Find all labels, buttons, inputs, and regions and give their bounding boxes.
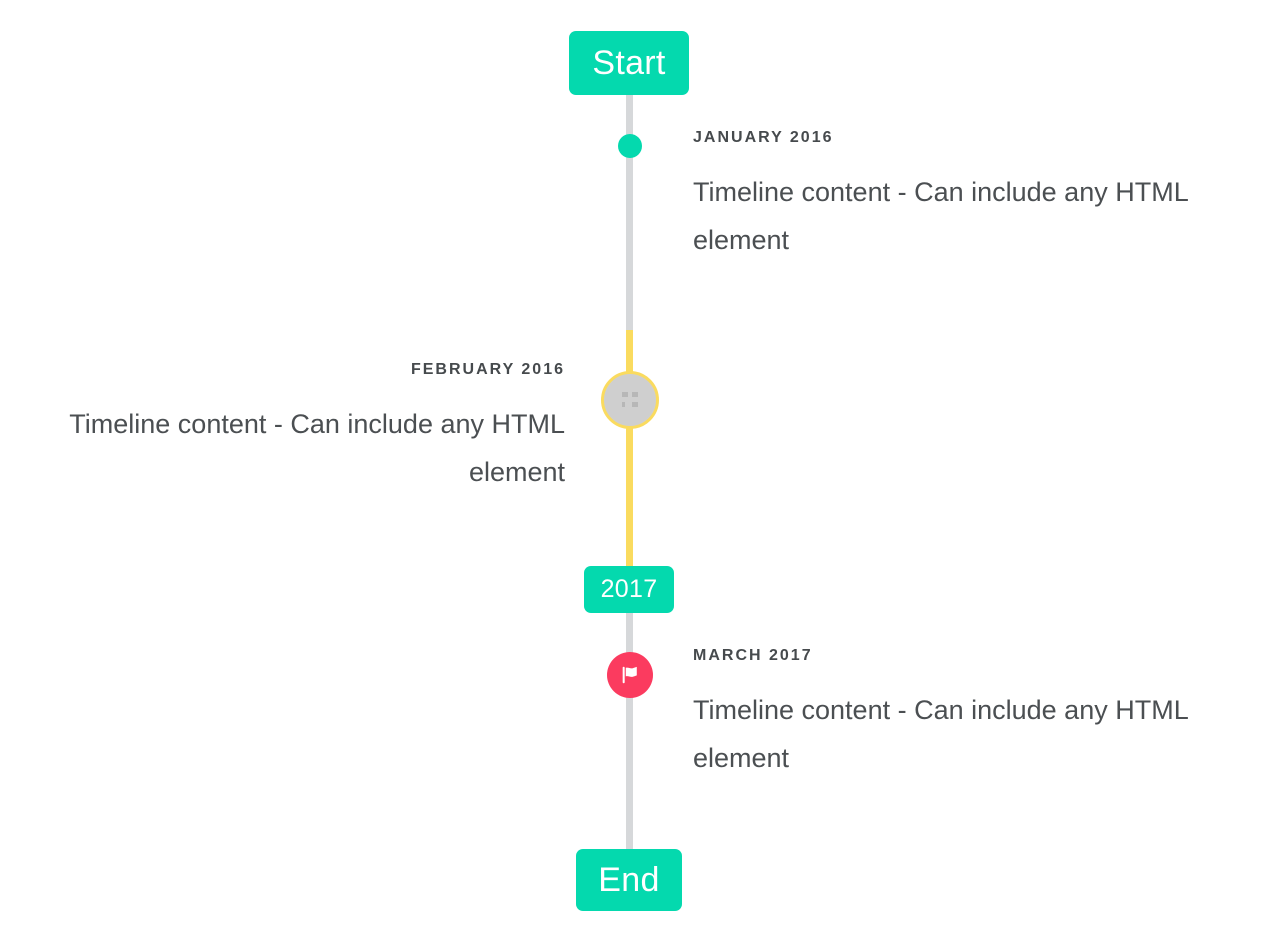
timeline-year-badge-2017[interactable]: 2017 [584,566,674,613]
timeline-rail-gray-lower [626,612,633,852]
timeline-entry-body: Timeline content - Can include any HTML … [69,409,565,488]
timeline-marker-teal-dot-icon[interactable] [618,134,642,158]
timeline-entry-march: MARCH 2017 Timeline content - Can includ… [693,648,1223,782]
timeline-entry-body: Timeline content - Can include any HTML … [693,695,1188,774]
broken-image-icon [622,392,638,407]
timeline-rail-highlight-yellow [626,330,633,570]
timeline-entry-date: FEBRUARY 2016 [410,361,565,378]
timeline-rail-gray-upper [626,94,633,332]
timeline-end-badge[interactable]: End [576,849,682,911]
timeline-entry-body: Timeline content - Can include any HTML … [693,177,1188,256]
timeline-entry-january: JANUARY 2016 Timeline content - Can incl… [693,130,1223,264]
flag-icon [622,666,637,684]
timeline-start-badge[interactable]: Start [569,31,689,95]
timeline-entry-date: JANUARY 2016 [693,129,834,146]
timeline-entry-february: FEBRUARY 2016 Timeline content - Can inc… [40,362,565,496]
timeline-entry-date: MARCH 2017 [693,647,813,664]
timeline-marker-flag-icon[interactable] [607,652,653,698]
timeline-marker-broken-image-icon[interactable] [601,371,659,429]
